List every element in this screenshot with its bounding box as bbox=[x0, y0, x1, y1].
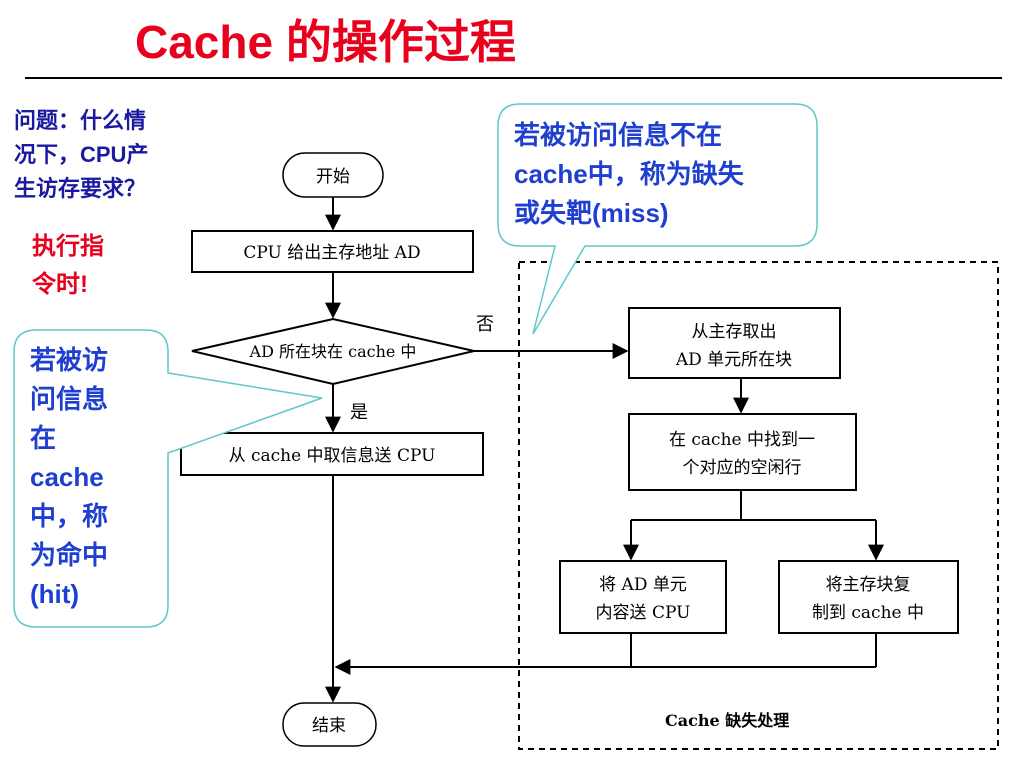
question-text: 问题：什么情 况下，CPU产 生访存要求？ bbox=[14, 108, 148, 201]
send-unit-label: 内容送 CPU bbox=[596, 603, 691, 623]
end-node bbox=[282, 702, 377, 747]
find-line-node bbox=[628, 413, 857, 491]
miss-callout-line: 若被访问信息不在 bbox=[514, 120, 722, 150]
hit-callout-line: 问信息 bbox=[30, 384, 108, 414]
start-node-label: 开始 bbox=[316, 167, 350, 187]
hit-action-label: 从 cache 中取信息送 CPU bbox=[229, 446, 436, 466]
hit-callout-line: cache bbox=[30, 462, 104, 492]
emit-address-node bbox=[191, 230, 474, 273]
miss-region-boundary bbox=[518, 261, 999, 750]
decision-label: AD 所在块在 cache 中 bbox=[249, 342, 417, 361]
miss-callout-line: cache中，称为缺失 bbox=[514, 159, 745, 189]
hit-callout-line: 在 bbox=[30, 423, 56, 453]
copy-block-label: 将主存块复 bbox=[826, 575, 911, 595]
answer-line: 执行指 bbox=[32, 232, 104, 260]
miss-region-label: Cache 缺失处理 bbox=[665, 711, 789, 730]
emit-address-label: CPU 给出主存地址 AD bbox=[243, 243, 420, 263]
end-node-label: 结束 bbox=[312, 716, 346, 736]
hit-callout: 若被访 问信息 在 cache 中，称 为命中 (hit) bbox=[13, 329, 323, 628]
fetch-block-label: AD 单元所在块 bbox=[675, 350, 792, 370]
hit-callout-bubble bbox=[13, 329, 323, 628]
send-unit-label: 将 AD 单元 bbox=[599, 575, 687, 595]
find-line-label: 在 cache 中找到一 bbox=[669, 430, 815, 450]
fetch-block-label: 从主存取出 bbox=[692, 322, 777, 342]
question-line: 问题：什么情 bbox=[14, 108, 146, 133]
question-line: 生访存要求？ bbox=[14, 176, 146, 201]
hit-callout-line: 中，称 bbox=[30, 501, 108, 531]
hit-callout-line: 为命中 bbox=[30, 540, 108, 570]
copy-block-label: 制到 cache 中 bbox=[812, 603, 924, 623]
find-line-label: 个对应的空闲行 bbox=[683, 458, 802, 478]
hit-action-node bbox=[180, 432, 484, 476]
copy-block-node bbox=[778, 560, 959, 634]
no-branch-label: 否 bbox=[476, 314, 494, 335]
fetch-block-node bbox=[628, 307, 841, 379]
miss-callout-bubble bbox=[497, 103, 818, 335]
answer-line: 令时! bbox=[32, 270, 88, 298]
miss-callout-line: 或失靶(miss) bbox=[514, 198, 669, 228]
answer-text: 执行指 令时! bbox=[32, 232, 104, 298]
question-line: 况下，CPU产 bbox=[14, 142, 148, 167]
page-title: Cache 的操作过程 bbox=[135, 16, 516, 68]
miss-callout: 若被访问信息不在 cache中，称为缺失 或失靶(miss) bbox=[497, 103, 818, 335]
yes-branch-label: 是 bbox=[350, 402, 368, 423]
send-unit-node bbox=[559, 560, 727, 634]
hit-callout-line: 若被访 bbox=[30, 345, 108, 375]
hit-callout-line: (hit) bbox=[30, 579, 79, 609]
connectors bbox=[325, 197, 884, 703]
